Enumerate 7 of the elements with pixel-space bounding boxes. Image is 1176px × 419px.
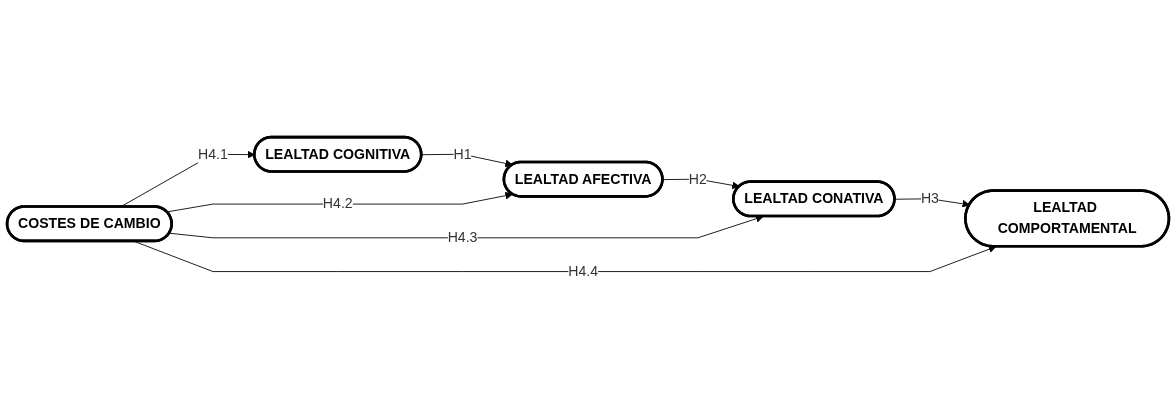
edge-label: H1 (453, 146, 472, 162)
edge-label: H4.4 (568, 263, 599, 279)
edge-label: H4.2 (322, 196, 353, 212)
edge-label: H2 (688, 171, 707, 187)
edge-label: H3 (920, 190, 939, 206)
edge-label: H4.1 (198, 146, 228, 162)
edge-label: H4.3 (447, 229, 478, 245)
